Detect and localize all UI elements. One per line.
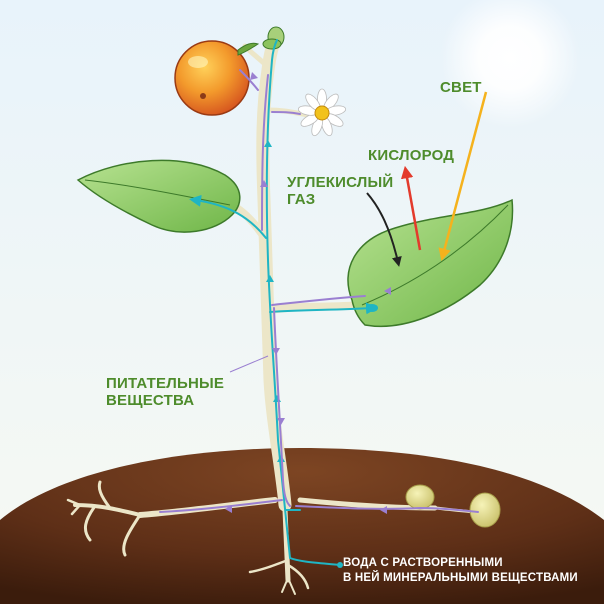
nutrient-arrows (225, 72, 391, 514)
co2-arrow (366, 192, 402, 267)
leaf-right-vein (361, 204, 509, 306)
nutrient-flow-path (159, 69, 479, 513)
light-arrow (438, 91, 488, 262)
label-nutrients-line2: ВЕЩЕСТВА (106, 391, 195, 409)
leaf-left-vein (84, 179, 231, 206)
bud (262, 26, 285, 50)
flower (297, 88, 347, 137)
leaf-left (76, 159, 241, 233)
label-co2-line1: УГЛЕКИСЛЫЙ (287, 174, 394, 191)
sun-icon (440, 0, 580, 128)
nutrients-pointer (229, 355, 269, 373)
label-light: СВЕТ (440, 79, 482, 96)
leaf-contact-dot (366, 304, 378, 312)
label-oxygen: КИСЛОРОД (368, 147, 455, 164)
water-flow-path (189, 39, 378, 566)
label-co2-line2: ГАЗ (287, 190, 316, 208)
label-nutrients: ПИТАТЕЛЬНЫЕ ВЕЩЕСТВА (106, 375, 225, 409)
label-co2: УГЛЕКИСЛЫЙ ГАЗ (287, 174, 394, 208)
label-nutrients-line1: ПИТАТЕЛЬНЫЕ (106, 375, 225, 392)
soil (0, 448, 604, 604)
oxygen-arrow (400, 165, 422, 251)
label-water-line1: ВОДА С РАСТВОРЕННЫМИ (343, 557, 503, 569)
tuber (405, 484, 435, 510)
fruit (174, 40, 260, 116)
label-water: ВОДА С РАСТВОРЕННЫМИ В НЕЙ МИНЕРАЛЬНЫМИ … (343, 556, 578, 586)
water-entry-dot (337, 562, 343, 568)
label-water-line2: В НЕЙ МИНЕРАЛЬНЫМИ ВЕЩЕСТВАМИ (343, 571, 578, 584)
tuber (469, 492, 501, 528)
